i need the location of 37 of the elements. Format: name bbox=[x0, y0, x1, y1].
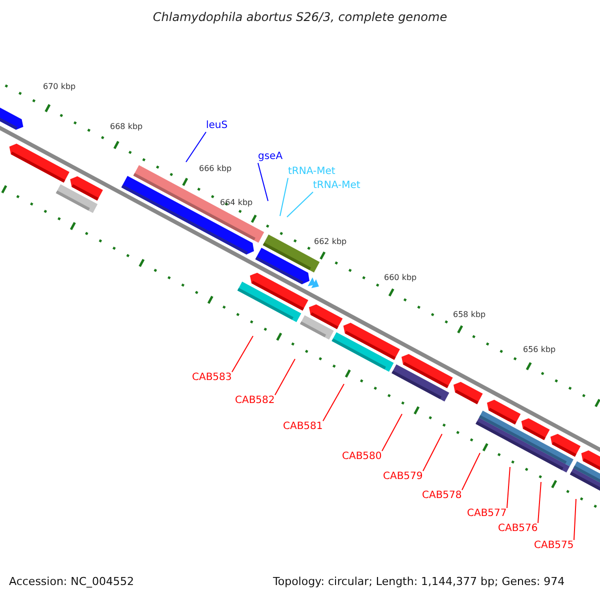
gene-label: tRNA-Met bbox=[288, 167, 336, 177]
gene-label: CAB581 bbox=[283, 422, 323, 432]
leader-line bbox=[274, 358, 296, 396]
gene-label: leuS bbox=[206, 121, 228, 131]
leader-line bbox=[538, 482, 542, 524]
title: Chlamydophila abortus S26/3, complete genome bbox=[152, 11, 448, 23]
leader-line bbox=[382, 414, 402, 452]
gene-label: CAB580 bbox=[342, 452, 382, 462]
gene-label: CAB577 bbox=[467, 509, 507, 519]
gene-label: gseA bbox=[258, 152, 283, 162]
gene-label: CAB582 bbox=[235, 396, 275, 406]
leader-line bbox=[186, 132, 206, 162]
leader-line bbox=[462, 452, 480, 490]
leader-line bbox=[286, 192, 314, 218]
gene-label: tRNA-Met bbox=[313, 181, 360, 191]
gene-label: CAB579 bbox=[383, 472, 423, 482]
leader-line bbox=[280, 178, 288, 216]
position-label: 662 kbp bbox=[314, 238, 347, 246]
position-label: 658 kbp bbox=[453, 311, 486, 319]
position-label: 668 kbp bbox=[110, 123, 143, 131]
gene-label: CAB576 bbox=[498, 524, 538, 534]
leader-line bbox=[232, 336, 254, 372]
leader-line bbox=[422, 434, 442, 472]
genome-summary-text: Topology: circular; Length: 1,144,377 bp; Genes: 974 bbox=[273, 576, 565, 587]
accession-text: Accession: NC_004552 bbox=[9, 576, 134, 587]
leader-line bbox=[574, 498, 576, 540]
position-label: 660 kbp bbox=[384, 274, 417, 282]
leader-line bbox=[506, 466, 510, 508]
position-label: 664 kbp bbox=[220, 199, 253, 207]
gene-label: CAB575 bbox=[534, 541, 574, 551]
gene-label: CAB583 bbox=[192, 373, 232, 383]
position-label: 656 kbp bbox=[523, 346, 556, 354]
position-label: 670 kbp bbox=[43, 83, 76, 91]
gene-label: CAB578 bbox=[422, 491, 462, 501]
leader-line bbox=[258, 162, 268, 202]
position-label: 666 kbp bbox=[199, 165, 232, 173]
leader-line bbox=[322, 384, 344, 422]
